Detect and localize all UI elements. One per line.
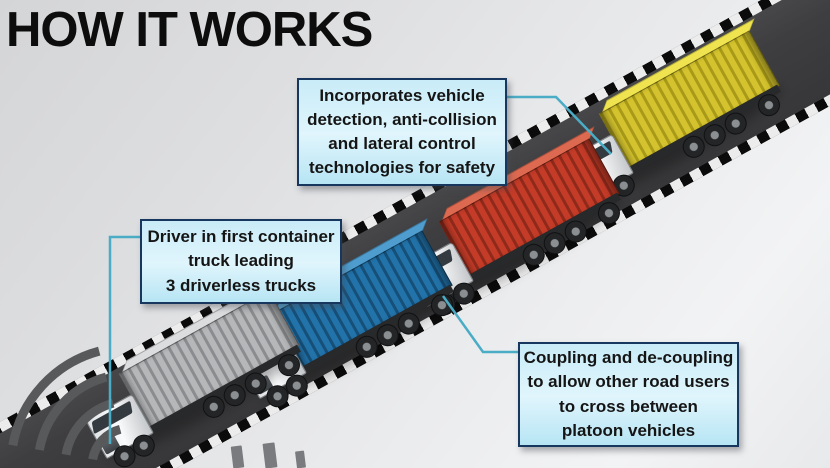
callout-driver: Driver in first container truck leading … <box>140 219 342 304</box>
callout-safety-text: Incorporates vehicle detection, anti-col… <box>307 85 497 178</box>
callout-driver-text: Driver in first container truck leading … <box>147 227 335 295</box>
callout-coupling: Coupling and de-coupling to allow other … <box>518 342 739 447</box>
page-title: HOW IT WORKS <box>6 3 373 57</box>
callout-safety: Incorporates vehicle detection, anti-col… <box>297 78 507 186</box>
callout-coupling-text: Coupling and de-coupling to allow other … <box>523 348 734 440</box>
road-reflection-bar <box>262 442 278 468</box>
road-reflection-bar <box>294 450 307 468</box>
windshield <box>91 400 133 435</box>
road-reflection-bar <box>230 445 245 468</box>
